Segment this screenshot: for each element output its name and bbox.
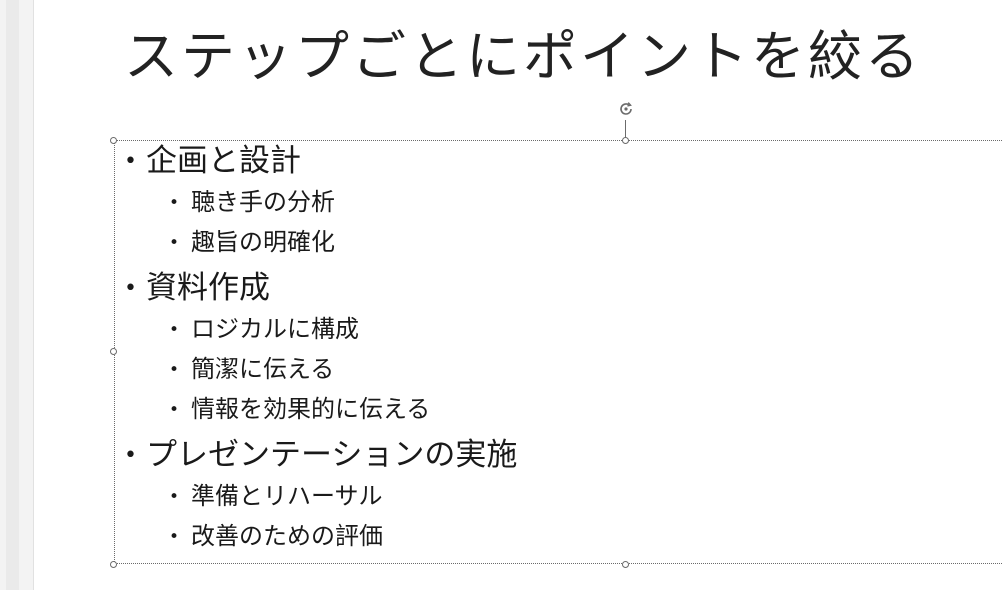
rotate-handle-stem	[625, 120, 626, 138]
bullet-subitem-text: ロジカルに構成	[191, 315, 359, 343]
bullet-heading[interactable]: • 企画と設計	[124, 140, 517, 183]
bullet-subitem[interactable]: • 改善のための評価	[124, 517, 517, 557]
bullet-list[interactable]: • 企画と設計 • 聴き手の分析 • 趣旨の明確化 • 資料作成 • ロジカルに構成 • 簡…	[124, 140, 517, 557]
slide-title[interactable]: ステップごとにポイントを絞る	[124, 25, 922, 88]
resize-handle-middle-left[interactable]	[110, 348, 117, 355]
bullet-subitem-text: 趣旨の明確化	[191, 228, 335, 256]
bullet-subitem-text: 聴き手の分析	[191, 188, 335, 216]
bullet-dot: •	[169, 487, 180, 507]
bullet-subitem-text: 情報を効果的に伝える	[191, 395, 431, 423]
resize-handle-top-left[interactable]	[110, 137, 117, 144]
bullet-subitem-text: 簡潔に伝える	[191, 355, 335, 383]
bullet-subitem[interactable]: • ロジカルに構成	[124, 310, 517, 350]
bullet-dot: •	[124, 276, 137, 301]
thumbnail-pane-edge[interactable]	[0, 0, 34, 590]
bullet-subitem[interactable]: • 簡潔に伝える	[124, 350, 517, 390]
bullet-subitem-text: 改善のための評価	[191, 522, 383, 550]
bullet-heading[interactable]: • プレゼンテーションの実施	[124, 434, 517, 477]
bullet-subitem[interactable]: • 準備とリハーサル	[124, 477, 517, 517]
bullet-dot: •	[169, 320, 180, 340]
bullet-dot: •	[169, 193, 180, 213]
bullet-dot: •	[124, 443, 137, 468]
resize-handle-bottom-middle[interactable]	[622, 561, 629, 568]
bullet-heading-text: 資料作成	[146, 270, 270, 306]
resize-handle-bottom-left[interactable]	[110, 561, 117, 568]
bullet-heading-text: 企画と設計	[146, 143, 301, 179]
pane-scroll-strip[interactable]	[6, 0, 19, 590]
bullet-heading[interactable]: • 資料作成	[124, 267, 517, 310]
bullet-subitem-text: 準備とリハーサル	[191, 482, 383, 510]
bullet-subitem[interactable]: • 趣旨の明確化	[124, 223, 517, 263]
bullet-dot: •	[169, 233, 180, 253]
bullet-dot: •	[169, 527, 180, 547]
bullet-subitem[interactable]: • 聴き手の分析	[124, 183, 517, 223]
resize-handle-top-middle[interactable]	[622, 137, 629, 144]
bullet-subitem[interactable]: • 情報を効果的に伝える	[124, 390, 517, 430]
bullet-dot: •	[124, 149, 137, 174]
bullet-dot: •	[169, 360, 180, 380]
bullet-dot: •	[169, 400, 180, 420]
rotate-icon[interactable]	[617, 100, 635, 118]
bullet-heading-text: プレゼンテーションの実施	[146, 437, 518, 473]
